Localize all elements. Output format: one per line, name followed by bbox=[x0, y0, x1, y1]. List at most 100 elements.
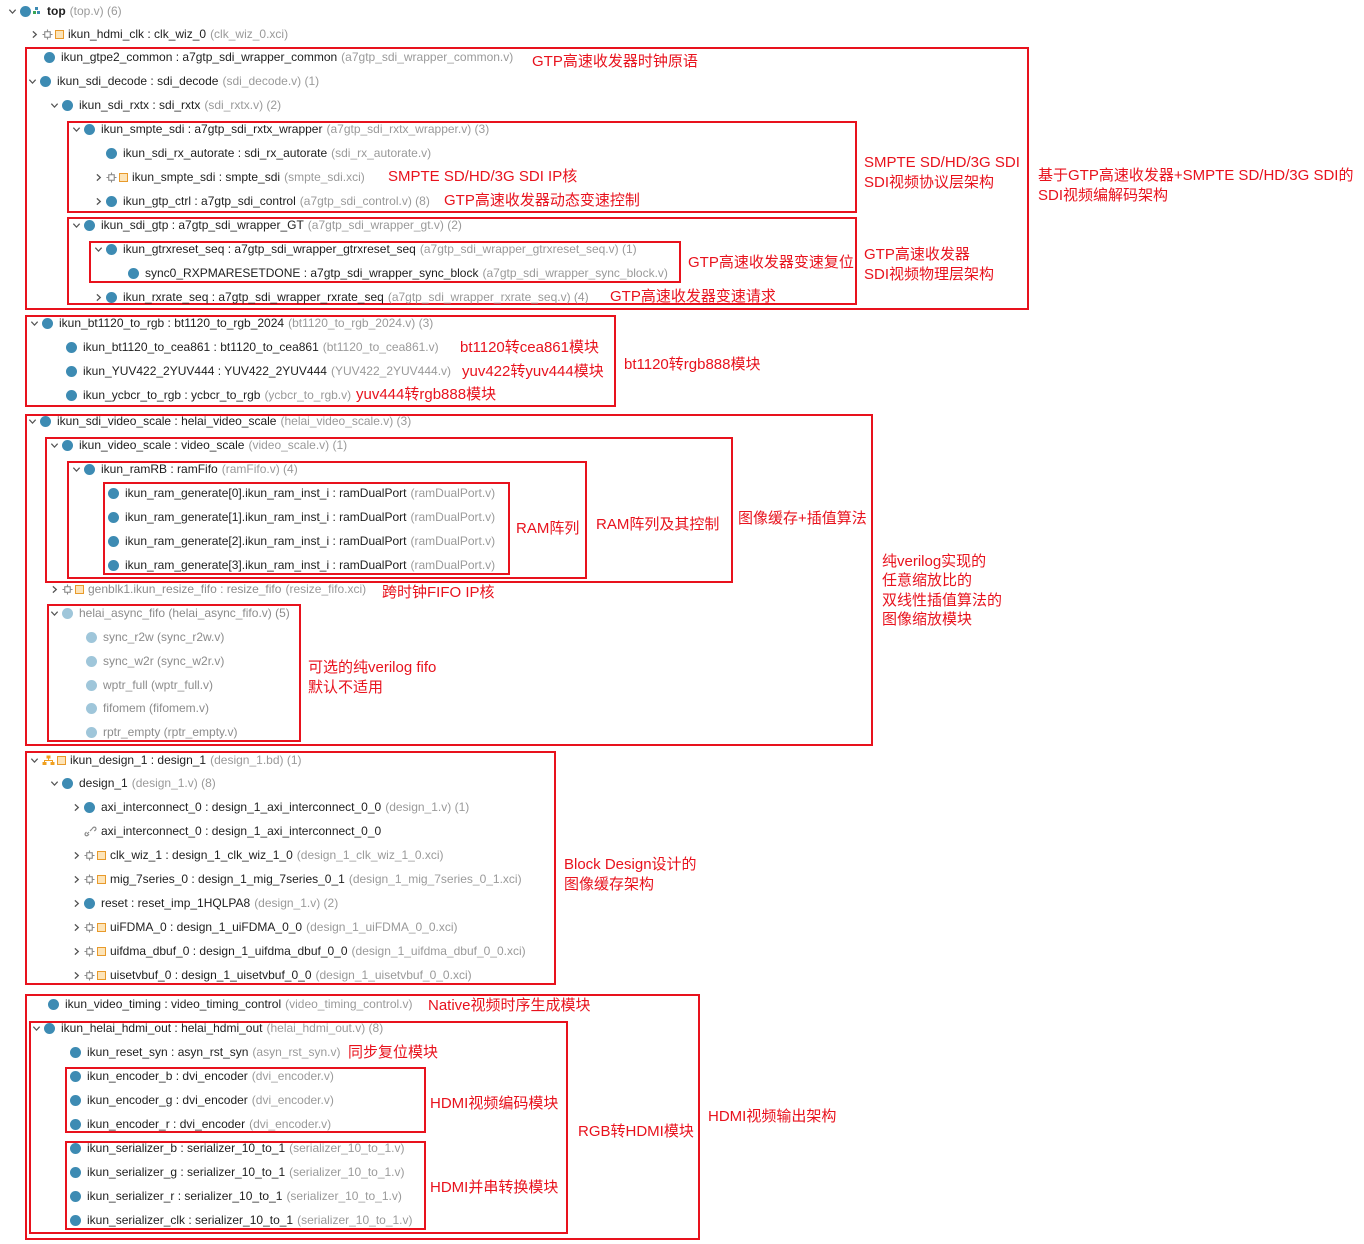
tree-node-ikun_gtp_ctrl[interactable]: ikun_gtp_ctrl : a7gtp_sdi_control(a7gtp_… bbox=[92, 191, 430, 211]
tree-node-ikun_encoder_g[interactable]: ikun_encoder_g : dvi_encoder(dvi_encoder… bbox=[56, 1090, 334, 1110]
tree-node-ikun_encoder_r[interactable]: ikun_encoder_r : dvi_encoder(dvi_encoder… bbox=[56, 1114, 331, 1134]
expand-toggle[interactable] bbox=[70, 119, 82, 139]
tree-node-ikun_design_1[interactable]: ikun_design_1 : design_1(design_1.bd) (1… bbox=[28, 750, 302, 770]
node-source: (design_1.v) (8) bbox=[131, 776, 216, 790]
module-icon bbox=[70, 1070, 81, 1082]
chevron-down-icon bbox=[32, 1025, 40, 1031]
expand-toggle[interactable] bbox=[70, 917, 82, 937]
tree-node-ikun_sdi_video_scale[interactable]: ikun_sdi_video_scale : helai_video_scale… bbox=[26, 411, 411, 431]
expand-toggle[interactable] bbox=[48, 95, 60, 115]
tree-node-ikun_reset_syn[interactable]: ikun_reset_syn : asyn_rst_syn(asyn_rst_s… bbox=[56, 1042, 340, 1062]
tree-node-ikun_rxrate_seq[interactable]: ikun_rxrate_seq : a7gtp_sdi_wrapper_rxra… bbox=[92, 287, 589, 307]
expand-toggle[interactable] bbox=[70, 459, 82, 479]
expand-toggle[interactable] bbox=[92, 239, 104, 259]
module-icon bbox=[70, 1094, 81, 1106]
expand-toggle[interactable] bbox=[28, 750, 40, 770]
annotation-a3: SDI视频协议层架构 bbox=[864, 174, 995, 191]
module-icon bbox=[42, 317, 53, 329]
tree-node-ikun_hdmi_clk[interactable]: ikun_hdmi_clk : clk_wiz_0(clk_wiz_0.xci) bbox=[28, 24, 288, 44]
tree-node-ikun_serializer_r[interactable]: ikun_serializer_r : serializer_10_to_1(s… bbox=[56, 1186, 402, 1206]
expand-toggle[interactable] bbox=[48, 435, 60, 455]
expand-toggle[interactable] bbox=[30, 1018, 42, 1038]
tree-node-ikun_sdi_decode[interactable]: ikun_sdi_decode : sdi_decode(sdi_decode.… bbox=[26, 71, 319, 91]
tree-node-helai_async_fifo[interactable]: helai_async_fifo (helai_async_fifo.v) (5… bbox=[48, 603, 290, 623]
tree-node-sync_w2r[interactable]: sync_w2r (sync_w2r.v) bbox=[72, 651, 224, 671]
tree-node-ikun_video_timing[interactable]: ikun_video_timing : video_timing_control… bbox=[34, 994, 413, 1014]
tree-node-wptr_full[interactable]: wptr_full (wptr_full.v) bbox=[72, 675, 213, 695]
tree-node-ram1[interactable]: ikun_ram_generate[1].ikun_ram_inst_i : r… bbox=[94, 507, 495, 527]
tree-node-ram3[interactable]: ikun_ram_generate[3].ikun_ram_inst_i : r… bbox=[94, 555, 495, 575]
expand-toggle[interactable] bbox=[70, 215, 82, 235]
expand-toggle[interactable] bbox=[70, 845, 82, 865]
tree-node-genblk1[interactable]: genblk1.ikun_resize_fifo : resize_fifo(r… bbox=[48, 579, 366, 599]
tree-node-ram0[interactable]: ikun_ram_generate[0].ikun_ram_inst_i : r… bbox=[94, 483, 495, 503]
module-icon bbox=[70, 1046, 81, 1058]
expand-toggle[interactable] bbox=[28, 24, 40, 44]
expand-toggle[interactable] bbox=[6, 1, 18, 21]
tree-node-ikun_sdi_gtp[interactable]: ikun_sdi_gtp : a7gtp_sdi_wrapper_GT(a7gt… bbox=[70, 215, 462, 235]
node-source: (video_scale.v) (1) bbox=[248, 438, 348, 452]
tree-node-ikun_YUV422_2YUV444[interactable]: ikun_YUV422_2YUV444 : YUV422_2YUV444(YUV… bbox=[52, 361, 451, 381]
node-source: (design_1.bd) (1) bbox=[210, 753, 302, 767]
tree-node-ikun_smpte_sdi_ip[interactable]: ikun_smpte_sdi : smpte_sdi(smpte_sdi.xci… bbox=[92, 167, 365, 187]
node-label: uiFDMA_0 : design_1_uiFDMA_0_0 bbox=[110, 920, 303, 934]
expand-toggle[interactable] bbox=[70, 797, 82, 817]
tree-node-mig_7series_0[interactable]: mig_7series_0 : design_1_mig_7series_0_1… bbox=[70, 869, 522, 889]
expand-toggle[interactable] bbox=[48, 579, 60, 599]
annotation-a21: 双线性插值算法的 bbox=[882, 592, 1003, 609]
tree-node-ikun_video_scale[interactable]: ikun_video_scale : video_scale(video_sca… bbox=[48, 435, 347, 455]
expand-toggle[interactable] bbox=[92, 191, 104, 211]
module-icon bbox=[62, 99, 73, 111]
node-label: mig_7series_0 : design_1_mig_7series_0_1 bbox=[110, 872, 345, 886]
tree-node-ikun_bt1120_to_rgb[interactable]: ikun_bt1120_to_rgb : bt1120_to_rgb_2024(… bbox=[28, 313, 433, 333]
tree-node-fifomem[interactable]: fifomem (fifomem.v) bbox=[72, 698, 209, 718]
tree-node-ikun_bt1120_to_cea861[interactable]: ikun_bt1120_to_cea861 : bt1120_to_cea861… bbox=[52, 337, 439, 357]
tree-node-sync_r2w[interactable]: sync_r2w (sync_r2w.v) bbox=[72, 627, 224, 647]
frame-sdi-protocol bbox=[67, 121, 857, 213]
tree-node-uiFDMA_0[interactable]: uiFDMA_0 : design_1_uiFDMA_0_0(design_1_… bbox=[70, 917, 458, 937]
expand-toggle[interactable] bbox=[26, 71, 38, 91]
tree-node-rptr_empty[interactable]: rptr_empty (rptr_empty.v) bbox=[72, 722, 237, 742]
tree-node-design_1[interactable]: design_1(design_1.v) (8) bbox=[48, 773, 216, 793]
tree-node-ikun_gtrxreset_seq[interactable]: ikun_gtrxreset_seq : a7gtp_sdi_wrapper_g… bbox=[92, 239, 637, 259]
expand-toggle bbox=[114, 263, 126, 283]
node-label: ikun_bt1120_to_rgb : bt1120_to_rgb_2024 bbox=[59, 316, 285, 330]
expand-toggle[interactable] bbox=[70, 893, 82, 913]
tree-node-ikun_ramRB[interactable]: ikun_ramRB : ramFifo(ramFifo.v) (4) bbox=[70, 459, 298, 479]
tree-node-axi_ic_0_link[interactable]: axi_interconnect_0 : design_1_axi_interc… bbox=[70, 821, 381, 841]
expand-toggle[interactable] bbox=[92, 287, 104, 307]
expand-toggle[interactable] bbox=[70, 941, 82, 961]
tree-node-uifdma_dbuf_0[interactable]: uifdma_dbuf_0 : design_1_uifdma_dbuf_0_0… bbox=[70, 941, 526, 961]
tree-node-ikun_encoder_b[interactable]: ikun_encoder_b : dvi_encoder(dvi_encoder… bbox=[56, 1066, 334, 1086]
tree-node-uisetvbuf_0[interactable]: uisetvbuf_0 : design_1_uisetvbuf_0_0(des… bbox=[70, 965, 472, 985]
node-source: (design_1_uifdma_dbuf_0_0.xci) bbox=[351, 944, 526, 958]
annotation-a14: yuv422转yuv444模块 bbox=[462, 363, 604, 380]
tree-node-ikun_sdi_rxtx[interactable]: ikun_sdi_rxtx : sdi_rxtx(sdi_rxtx.v) (2) bbox=[48, 95, 281, 115]
tree-node-ikun_sdi_rx_autorate[interactable]: ikun_sdi_rx_autorate : sdi_rx_autorate(s… bbox=[92, 143, 431, 163]
tree-node-ikun_gtpe2_common[interactable]: ikun_gtpe2_common : a7gtp_sdi_wrapper_co… bbox=[30, 47, 513, 67]
tree-node-sync0[interactable]: sync0_RXPMARESETDONE : a7gtp_sdi_wrapper… bbox=[114, 263, 668, 283]
tree-node-ikun_helai_hdmi_out[interactable]: ikun_helai_hdmi_out : helai_hdmi_out(hel… bbox=[30, 1018, 383, 1038]
module-icon bbox=[70, 1142, 81, 1154]
tree-node-ikun_ycbcr_to_rgb[interactable]: ikun_ycbcr_to_rgb : ycbcr_to_rgb(ycbcr_t… bbox=[52, 385, 351, 405]
expand-toggle[interactable] bbox=[70, 869, 82, 889]
tree-node-reset[interactable]: reset : reset_imp_1HQLPA8(design_1.v) (2… bbox=[70, 893, 338, 913]
tree-node-ikun_serializer_g[interactable]: ikun_serializer_g : serializer_10_to_1(s… bbox=[56, 1162, 405, 1182]
annotation-a10: SDI视频物理层架构 bbox=[864, 266, 995, 283]
tree-node-clk_wiz_1[interactable]: clk_wiz_1 : design_1_clk_wiz_1_0(design_… bbox=[70, 845, 444, 865]
tree-node-ram2[interactable]: ikun_ram_generate[2].ikun_ram_inst_i : r… bbox=[94, 531, 495, 551]
ip-core-icon bbox=[84, 873, 106, 885]
tree-node-axi_ic_0[interactable]: axi_interconnect_0 : design_1_axi_interc… bbox=[70, 797, 469, 817]
tree-node-ikun_serializer_b[interactable]: ikun_serializer_b : serializer_10_to_1(s… bbox=[56, 1138, 405, 1158]
expand-toggle[interactable] bbox=[26, 411, 38, 431]
expand-toggle[interactable] bbox=[70, 965, 82, 985]
tree-node-ikun_serializer_clk[interactable]: ikun_serializer_clk : serializer_10_to_1… bbox=[56, 1210, 413, 1230]
expand-toggle[interactable] bbox=[92, 167, 104, 187]
tree-node-top[interactable]: top(top.v) (6) bbox=[6, 1, 122, 21]
expand-toggle[interactable] bbox=[48, 603, 60, 623]
ip-core-icon bbox=[62, 583, 84, 595]
tree-node-ikun_smpte_sdi[interactable]: ikun_smpte_sdi : a7gtp_sdi_rxtx_wrapper(… bbox=[70, 119, 489, 139]
chevron-right-icon bbox=[31, 30, 37, 38]
expand-toggle[interactable] bbox=[28, 313, 40, 333]
expand-toggle[interactable] bbox=[48, 773, 60, 793]
